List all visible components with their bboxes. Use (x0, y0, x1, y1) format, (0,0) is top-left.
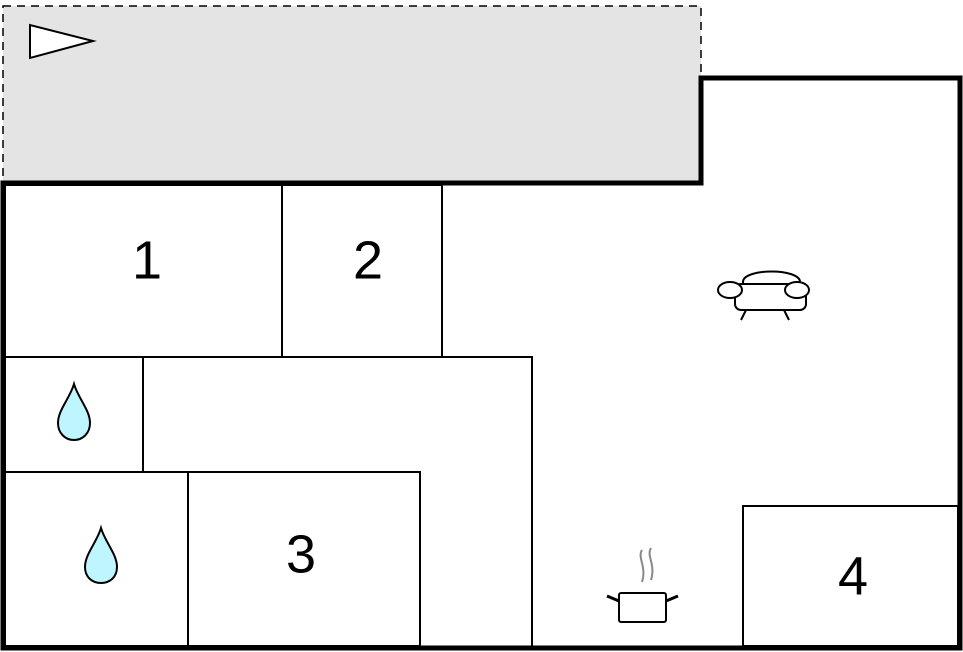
sofa-icon (717, 270, 810, 321)
room-label-2: 2 (353, 230, 383, 290)
room-label-1: 1 (132, 230, 162, 290)
cooking-pot-icon (606, 547, 679, 623)
room-3 (187, 471, 421, 647)
room-label-3: 3 (286, 524, 316, 584)
exterior-wall (0, 75, 963, 651)
water-drop-icon (83, 524, 119, 585)
north-arrow-icon (29, 23, 97, 60)
terrace-area (2, 5, 702, 185)
water-drop-icon (56, 380, 92, 442)
room-label-4: 4 (838, 546, 868, 606)
room-4 (742, 505, 959, 647)
hallway (143, 356, 533, 646)
